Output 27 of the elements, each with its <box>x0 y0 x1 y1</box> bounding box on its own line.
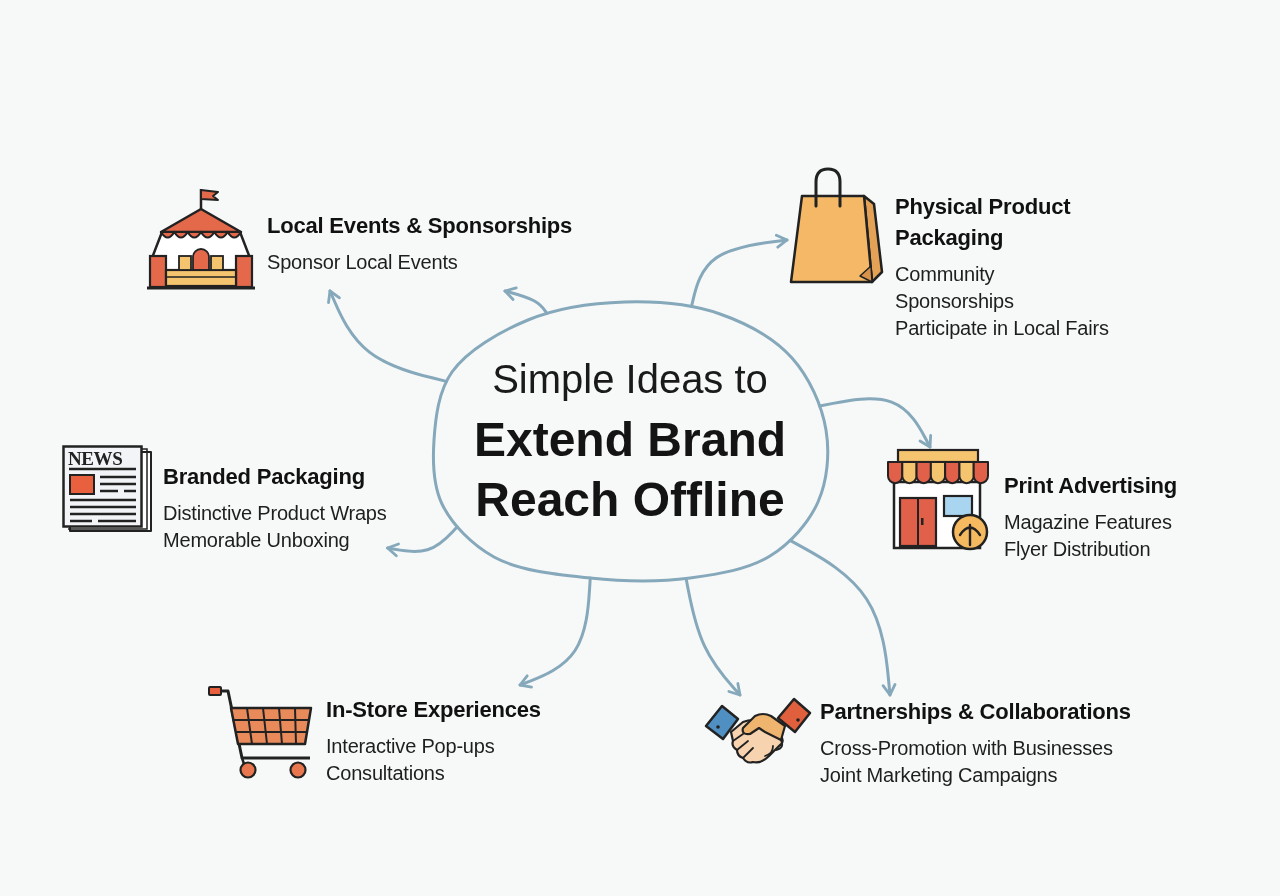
arrow <box>503 286 549 315</box>
topic-item: Cross-Promotion with Businesses <box>820 736 1113 761</box>
arrow <box>684 577 742 697</box>
topic-item: Consultations <box>326 761 445 786</box>
main-title: Extend Brand Reach Offline <box>472 412 787 528</box>
intro-text: Simple Ideas to <box>491 356 769 402</box>
topic-item: Community Sponsorships <box>895 262 1014 314</box>
topic-item: Sponsor Local Events <box>267 250 458 275</box>
topic-item: Joint Marketing Campaigns <box>820 763 1058 788</box>
arrow <box>788 538 897 697</box>
topic-item: Participate in Local Fairs <box>895 316 1109 341</box>
arrow <box>818 397 933 449</box>
topic-heading: Branded Packaging <box>163 463 365 491</box>
topic-item: Flyer Distribution <box>1004 537 1151 562</box>
arrow <box>386 525 459 558</box>
topic-item: Magazine Features <box>1004 510 1172 535</box>
topic-heading: Print Advertising <box>1004 472 1178 500</box>
topic-item: Memorable Unboxing <box>163 528 350 553</box>
topic-heading: Physical Product Packaging <box>895 193 1072 252</box>
topic-heading: In-Store Experiences <box>326 696 541 724</box>
topic-item: Distinctive Product Wraps <box>163 501 387 526</box>
topic-heading: Local Events & Sponsorships <box>267 212 573 240</box>
topic-heading: Partnerships & Collaborations <box>820 698 1131 726</box>
topic-item: Interactive Pop-ups <box>326 734 495 759</box>
arrow <box>518 576 592 689</box>
arrow <box>327 289 448 383</box>
masthead-text: NEWS <box>68 449 123 469</box>
